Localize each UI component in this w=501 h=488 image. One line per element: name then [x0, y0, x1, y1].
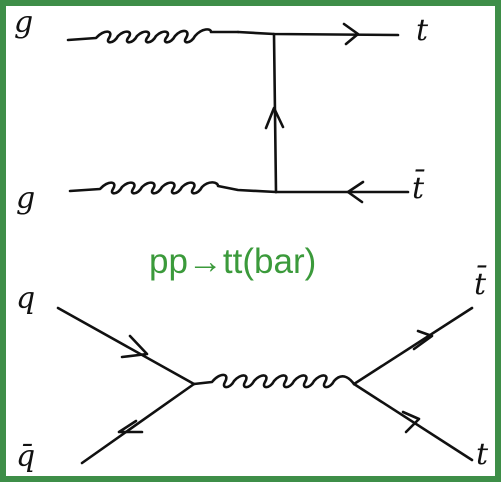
gluon-line-bottom [68, 181, 278, 195]
feynman-diagrams [56, 22, 474, 465]
top-quark-arrow [342, 22, 360, 46]
label-tbar-top: t̄ [412, 171, 425, 206]
antitop-out-arrow [412, 329, 434, 351]
label-t-top: t [416, 13, 429, 48]
gluon-line-top [66, 28, 240, 44]
top-out-line [352, 382, 474, 462]
label-t-bottom: t [476, 437, 489, 472]
label-tbar-bottom: t̄ [474, 267, 487, 302]
label-g-bottom: g [16, 181, 36, 216]
label-q: q [16, 281, 36, 316]
propagator-arrow [264, 106, 285, 130]
antitop-arrow [346, 180, 365, 204]
top-quark-line [236, 30, 400, 37]
antiquark-in-arrow [117, 419, 144, 434]
label-qbar: q̄ [16, 439, 36, 474]
gluon-line-s-channel [192, 373, 356, 389]
antiquark-in-line [80, 382, 196, 465]
quark-in-line [56, 306, 196, 386]
antitop-out-line [352, 306, 474, 386]
process-caption: pp→tt(bar) [149, 242, 317, 281]
label-g-top: g [14, 5, 34, 40]
top-out-arrow [401, 410, 421, 434]
quark-in-arrow [120, 334, 149, 359]
